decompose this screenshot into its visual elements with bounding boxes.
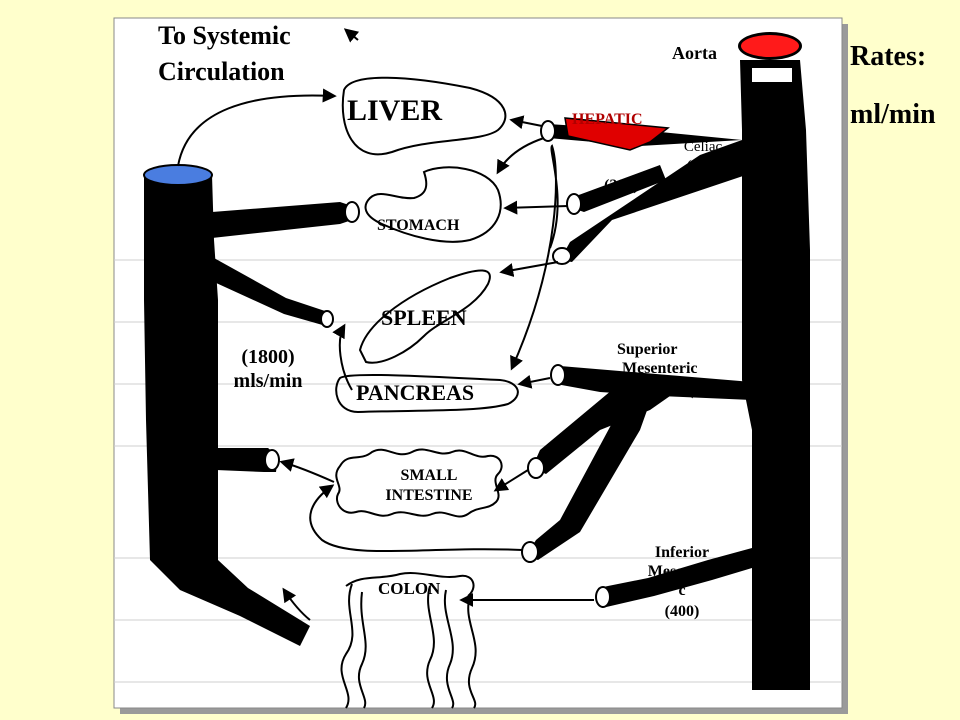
arrow-splenic [499, 261, 559, 277]
celiac-label: Celiac [683, 139, 723, 155]
ima-label-2: Mesenteri [647, 563, 717, 580]
portal-rate-label-2: mls/min [233, 370, 303, 392]
flow-arrows [177, 28, 594, 621]
hepatic-label: HEPATIC [572, 111, 643, 128]
stomach-outline [364, 166, 502, 243]
stomach-label: STOMACH [377, 217, 460, 234]
inferior-mesenteric-branch [595, 548, 752, 608]
arrow-to-liver [509, 115, 543, 130]
superior-mesenteric-branches [521, 364, 752, 563]
small-intestine-label-1: SMALL [400, 467, 458, 484]
liver-outline [341, 76, 507, 156]
small-intestine-outline [335, 448, 503, 518]
rates-label-2: ml/min [850, 99, 936, 130]
ima-label-3: c [678, 582, 686, 599]
spleen-outline [358, 269, 491, 364]
colon-outline [345, 572, 475, 597]
organ-outlines [335, 76, 519, 709]
portal-vein [143, 164, 360, 646]
arrow-portal-to-liver [177, 88, 337, 167]
liver-label: LIVER [347, 94, 443, 127]
arrow-to-pancreas [510, 144, 559, 371]
spleen-label: SPLEEN [381, 305, 467, 330]
arrow-sma-pancreas [517, 374, 551, 389]
colon-label: COLON [378, 579, 441, 598]
celiac-branches [540, 117, 746, 265]
arrow-sma-loop [309, 484, 523, 553]
aorta-cap [741, 35, 799, 57]
portal-vein-label-1: Portal [153, 350, 207, 372]
aorta-vessel [738, 32, 810, 690]
title-line-2: Circulation [158, 57, 285, 86]
gastric-rate: (200) [604, 177, 639, 194]
ima-label-1: Inferior [654, 544, 710, 561]
arrow-to-stomach-upper [496, 137, 545, 175]
portal-vein-cap [143, 164, 213, 186]
sma-label-2: Mesenteric [622, 360, 698, 377]
arrow-pancreas-return [332, 323, 353, 391]
ima-rate: (400) [664, 603, 700, 620]
arrow-colon-return [282, 587, 311, 621]
sma-label-1: Superior [617, 341, 678, 358]
pancreas-outline [335, 373, 519, 414]
sma-rate: (700) [688, 382, 723, 399]
celiac-rate: (700) [686, 158, 720, 174]
arrow-to-systemic [343, 28, 360, 43]
aorta-label: Aorta [672, 43, 717, 63]
pancreas-label: PANCREAS [356, 380, 475, 405]
small-intestine-label-2: INTESTINE [385, 487, 473, 504]
arrow-intestine-return [279, 458, 335, 483]
title-line-1: To Systemic [158, 21, 291, 50]
arrow-sma-intestine [493, 469, 529, 492]
portal-rate-label-1: (1800) [241, 346, 295, 368]
rates-label-1: Rates: [850, 41, 927, 72]
portal-vein-label-2: Vein [160, 374, 200, 396]
hepatic-artery [564, 117, 670, 151]
